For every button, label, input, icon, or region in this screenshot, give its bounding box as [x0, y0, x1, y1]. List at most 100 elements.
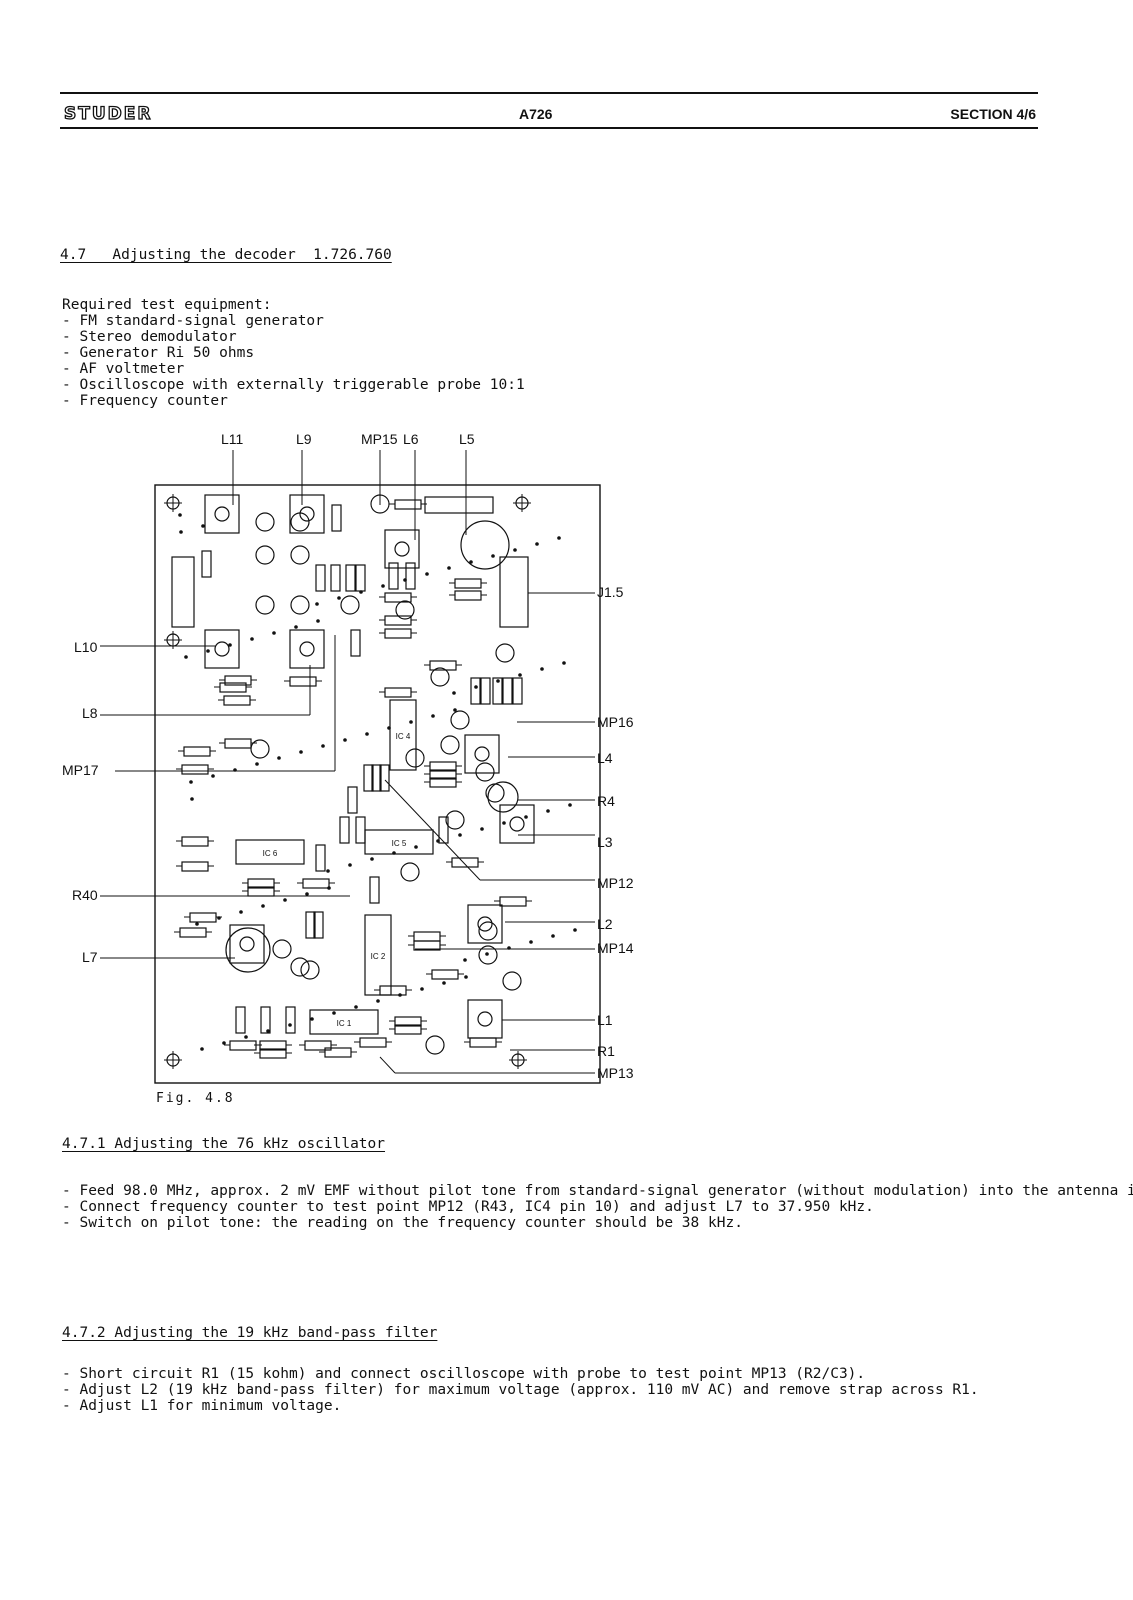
- resistor: [229, 1040, 257, 1051]
- resistor: [219, 682, 247, 693]
- solder-pad: [239, 910, 243, 914]
- resistor-vertical: [502, 677, 513, 705]
- resistor: [224, 675, 252, 686]
- resistor-vertical: [480, 677, 491, 705]
- list-item: - Stereo demodulator: [62, 329, 237, 345]
- solder-pad: [206, 649, 210, 653]
- ic-label: IC 6: [263, 849, 278, 858]
- solder-pad: [190, 797, 194, 801]
- resistor-vertical: [315, 844, 326, 872]
- resistor: [181, 836, 209, 847]
- subsection-title-4-7-2: 4.7.2 Adjusting the 19 kHz band-pass fil…: [62, 1325, 438, 1341]
- solder-pad: [343, 738, 347, 742]
- round-component: [430, 667, 450, 687]
- ic-package: [364, 914, 392, 996]
- coil-can: [464, 734, 500, 774]
- resistor-vertical: [315, 564, 326, 592]
- solder-pad: [277, 756, 281, 760]
- solder-pad: [261, 904, 265, 908]
- solder-pad: [327, 886, 331, 890]
- solder-pad: [211, 774, 215, 778]
- ic-label: IC 1: [337, 1019, 352, 1028]
- resistor-vertical: [438, 816, 449, 844]
- list-item: - Connect frequency counter to test poin…: [62, 1199, 874, 1215]
- solder-pad: [255, 762, 259, 766]
- resistor: [289, 676, 317, 687]
- solder-pad: [551, 934, 555, 938]
- solder-pad: [316, 619, 320, 623]
- resistor-vertical: [388, 562, 399, 590]
- list-item: - FM standard-signal generator: [62, 313, 324, 329]
- label-l7: L7: [82, 949, 98, 965]
- list-item: - Switch on pilot tone: the reading on t…: [62, 1215, 743, 1231]
- label-j1-5: J1.5: [597, 584, 624, 600]
- coil-can: [384, 529, 420, 569]
- capacitor-c6: [424, 496, 494, 514]
- connector-strip-j1: [499, 556, 529, 628]
- coil-can: [499, 804, 535, 844]
- resistor-vertical: [339, 816, 350, 844]
- label-r4: R4: [597, 793, 615, 809]
- solder-pad: [354, 1005, 358, 1009]
- solder-pad: [332, 1011, 336, 1015]
- solder-pad: [305, 892, 309, 896]
- resistor-vertical: [350, 629, 361, 657]
- label-mp14: MP14: [597, 940, 634, 956]
- resistor: [302, 878, 330, 889]
- resistor: [183, 746, 211, 757]
- solder-pad: [447, 566, 451, 570]
- solder-pad: [244, 1035, 248, 1039]
- label-l2: L2: [597, 916, 613, 932]
- resistor-vertical: [355, 564, 366, 592]
- solder-pad: [513, 548, 517, 552]
- resistor: [179, 927, 207, 938]
- round-component: [478, 921, 498, 941]
- resistor-vertical: [260, 1006, 271, 1034]
- solder-pad: [398, 993, 402, 997]
- resistor-vertical: [371, 764, 382, 792]
- model-name: A726: [519, 106, 553, 122]
- connector-strip: [171, 556, 195, 628]
- resistor-vertical: [347, 786, 358, 814]
- solder-pad: [179, 530, 183, 534]
- solder-pad: [464, 975, 468, 979]
- resistor-vertical: [313, 911, 324, 939]
- solder-pad: [222, 1041, 226, 1045]
- trimmer-r4: [487, 781, 519, 813]
- resistor-vertical: [512, 677, 523, 705]
- solder-pad: [321, 744, 325, 748]
- solder-pad: [496, 679, 500, 683]
- label-l1: L1: [597, 1012, 613, 1028]
- round-component: [425, 1035, 445, 1055]
- leader-line: [379, 1056, 396, 1074]
- solder-pad: [348, 863, 352, 867]
- coil-core: [474, 746, 490, 762]
- round-component: [290, 595, 310, 615]
- label-mp15: MP15: [361, 431, 398, 447]
- section-title: 4.7 Adjusting the decoder 1.726.760: [60, 247, 392, 263]
- round-component: [255, 545, 275, 565]
- solder-pad: [178, 513, 182, 517]
- round-component: [478, 945, 498, 965]
- coil-core: [214, 506, 230, 522]
- round-component: [400, 862, 420, 882]
- ic-label: IC 5: [392, 839, 407, 848]
- label-l8: L8: [82, 705, 98, 721]
- resistor: [384, 615, 412, 626]
- round-component: [445, 810, 465, 830]
- solder-pad: [310, 1017, 314, 1021]
- solder-pad: [359, 590, 363, 594]
- steps-4-7-2: - Short circuit R1 (15 kohm) and connect…: [62, 1366, 979, 1414]
- round-component: [340, 595, 360, 615]
- resistor: [431, 969, 459, 980]
- solder-pad: [458, 833, 462, 837]
- resistor-vertical: [492, 677, 503, 705]
- label-mp13: MP13: [597, 1065, 634, 1081]
- resistor: [469, 1037, 497, 1048]
- round-component: [502, 971, 522, 991]
- resistor: [181, 861, 209, 872]
- resistor-vertical: [355, 816, 366, 844]
- solder-pad: [200, 1047, 204, 1051]
- label-l6: L6: [403, 431, 419, 447]
